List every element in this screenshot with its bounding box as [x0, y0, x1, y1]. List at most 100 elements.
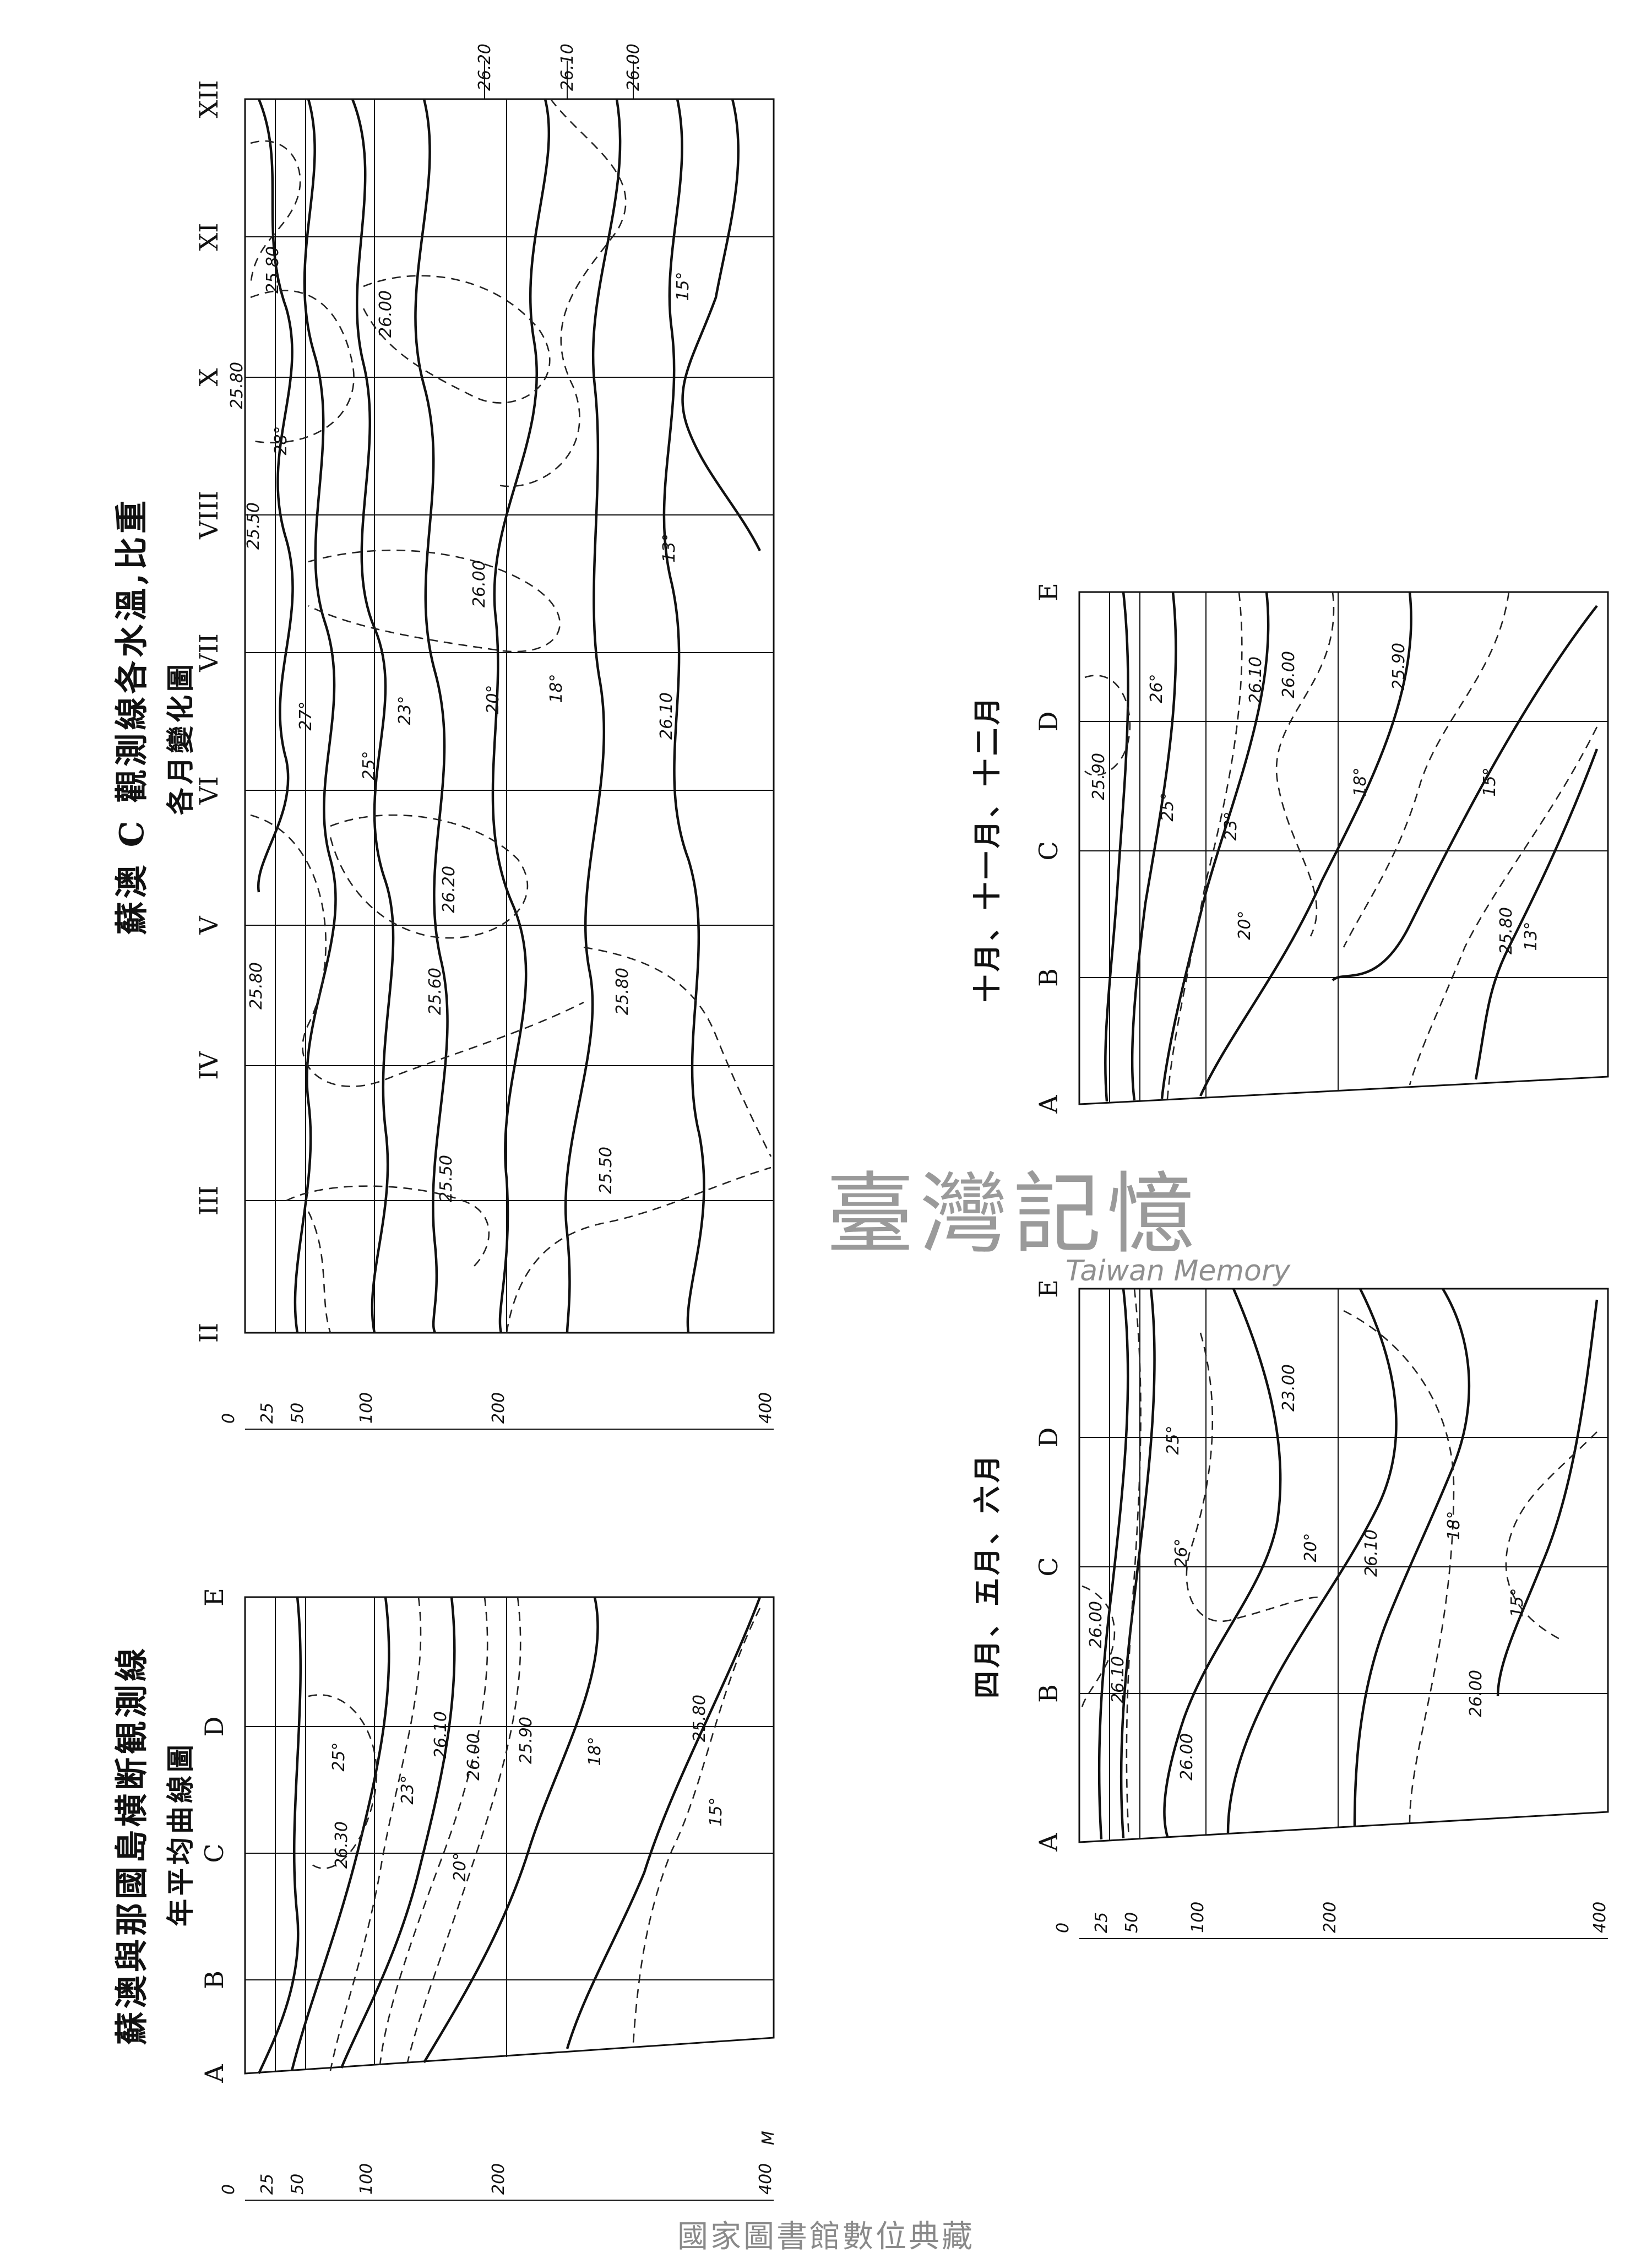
annual-density-25-90	[406, 1597, 521, 2063]
octdec-density-25-90-a	[1084, 675, 1131, 776]
density-26-00-a	[362, 275, 551, 404]
density-26-20	[329, 814, 529, 939]
aprjun-station-a: A	[1034, 1833, 1063, 1852]
density-25-60	[250, 814, 584, 1088]
isoline-label: 26.10	[1362, 1529, 1381, 1577]
isoline-label: 26.20	[439, 866, 459, 913]
aprjun-density-26-00-b	[1186, 1332, 1322, 1622]
annual-depth-400-label: 400	[756, 2163, 775, 2195]
top-label-26-00: 26.00	[624, 44, 643, 91]
aprjun-isotherm-23	[1163, 1288, 1282, 1837]
isoline-label: 18°	[585, 1736, 605, 1766]
density-25-50-a	[286, 1185, 490, 1267]
annual-station-c-label: C	[199, 1843, 229, 1863]
density-25-80-a	[249, 140, 301, 287]
annual-isotherm-18	[423, 1597, 599, 2064]
annual-depth-200-label: 200	[489, 2163, 508, 2195]
isoline-label: 23.00	[1279, 1364, 1298, 1412]
aprjun-density-curve	[1505, 1431, 1597, 1642]
isotherm-13	[681, 99, 762, 552]
depth-25: 25	[258, 1403, 277, 1424]
aprjun-isotherm-26	[1097, 1288, 1129, 1840]
density-26-00-b	[308, 549, 561, 653]
aprjun-station-d-label: D	[1034, 1427, 1063, 1448]
isoline-label: 25.90	[1089, 753, 1108, 800]
isotherm-28	[257, 99, 294, 893]
isoline-label: 26.00	[1086, 1601, 1106, 1648]
annual-depth-unit: M	[759, 2131, 778, 2145]
isoline-label: 25°	[1164, 1425, 1183, 1454]
isoline-label: 15°	[707, 1797, 726, 1826]
aprjun-station-c-label: C	[1034, 1557, 1063, 1576]
annual-depth-100-label: 100	[357, 2163, 376, 2195]
panel-c-title: 蘇澳 C 觀測線各水溫,比重	[113, 497, 151, 935]
aprjun-frame	[1078, 1288, 1609, 1843]
octdec-density-25-80	[1409, 726, 1598, 1085]
depth-100: 100	[357, 1392, 376, 1424]
aprjun-isotherm-25	[1120, 1288, 1156, 1839]
watermark-subtext: Taiwan Memory	[1066, 1255, 1291, 1288]
isotherm-23	[414, 99, 449, 1334]
octdec-title: 十月、十一月、十二月	[971, 694, 1003, 1002]
panel-c-depth-scale: 0 25 50 100 200 400	[219, 1392, 775, 1430]
isotherm-25	[351, 99, 395, 1333]
panel-c-isoline-labels: 25.8025.8025.8025.5028°27°26.0026.0025°2…	[227, 246, 693, 1202]
isoline-label: 25°	[1158, 792, 1177, 821]
isoline-label: 25.90	[1389, 643, 1409, 690]
isoline-label: 23°	[1221, 811, 1241, 840]
isoline-label: 25.80	[247, 962, 266, 1009]
panel-c-monthly-chart: 25.8025.8025.8025.5028°27°26.0026.0025°2…	[113, 44, 775, 1430]
month-label-vii: VII	[194, 633, 224, 672]
octdec-station-b-label: B	[1034, 968, 1063, 987]
isoline-label: 18°	[547, 674, 566, 703]
density-25-80-c	[495, 99, 627, 487]
annual-isotherm-15	[566, 1597, 762, 2049]
isoline-label: 13°	[1521, 921, 1541, 951]
octdec-station-e: E	[1034, 583, 1063, 601]
annual-station-d-label: D	[199, 1717, 229, 1737]
isoline-label: 13°	[660, 533, 679, 562]
annual-station-e: E	[199, 1588, 229, 1606]
isoline-label: 23°	[398, 1775, 417, 1804]
month-label-viii: VIII	[194, 491, 224, 540]
month-axis: XII XI X VIII VII VI V IV III II	[194, 80, 224, 1343]
aprjun-isotherm-20	[1226, 1288, 1398, 1833]
isoline-label: 20°	[1301, 1533, 1320, 1562]
aprjun-isotherm-15	[1496, 1299, 1599, 1697]
annual-title: 蘇澳與那國島横断観測線	[113, 1645, 151, 2045]
annual-density-25-80	[632, 1608, 761, 2044]
isoline-label: 15°	[1508, 1588, 1527, 1617]
month-label-iv: IV	[194, 1051, 224, 1080]
aprjun-isoline-labels: 26.0026.1026.0025°26°23.0020°26.1018°26.…	[1086, 1364, 1527, 1781]
annual-isotherm-23	[290, 1597, 390, 2071]
isoline-label: 25.80	[613, 968, 632, 1015]
annual-isotherm-20	[340, 1597, 456, 2069]
depth-0: 0	[219, 1413, 238, 1424]
isotherm-27	[294, 99, 337, 1333]
aprjun-station-e: E	[1034, 1279, 1063, 1298]
isoline-label: 25.90	[517, 1717, 536, 1764]
isoline-label: 26.00	[1466, 1670, 1486, 1717]
isoline-label: 20°	[1235, 910, 1254, 940]
isoline-label: 26.10	[657, 692, 676, 740]
isoline-label: 28°	[271, 426, 291, 455]
annual-depth-50-label: 50	[288, 2174, 307, 2195]
footer-caption: 國家圖書館數位典藏	[677, 2219, 975, 2255]
octdec-station-c-label: C	[1034, 841, 1063, 860]
isoline-label: 15°	[673, 272, 693, 301]
aprjun-depth-200-label: 200	[1320, 1902, 1340, 1933]
isoline-label: 23°	[395, 696, 415, 725]
isoline-label: 26.10	[1108, 1656, 1128, 1703]
aprjun-depth-50-label: 50	[1122, 1912, 1142, 1933]
isoline-label: 25.60	[426, 968, 445, 1015]
density-25-80-b	[250, 290, 355, 444]
month-label-xii: XII	[194, 80, 224, 118]
annual-station-b-label: B	[199, 1971, 229, 1989]
isoline-label: 26.10	[431, 1711, 450, 1758]
panel-c-frame	[244, 98, 775, 1334]
isoline-label: 18°	[1444, 1511, 1464, 1540]
isoline-label: 26°	[1172, 1538, 1191, 1567]
annual-depth-0: 0	[219, 2184, 238, 2195]
